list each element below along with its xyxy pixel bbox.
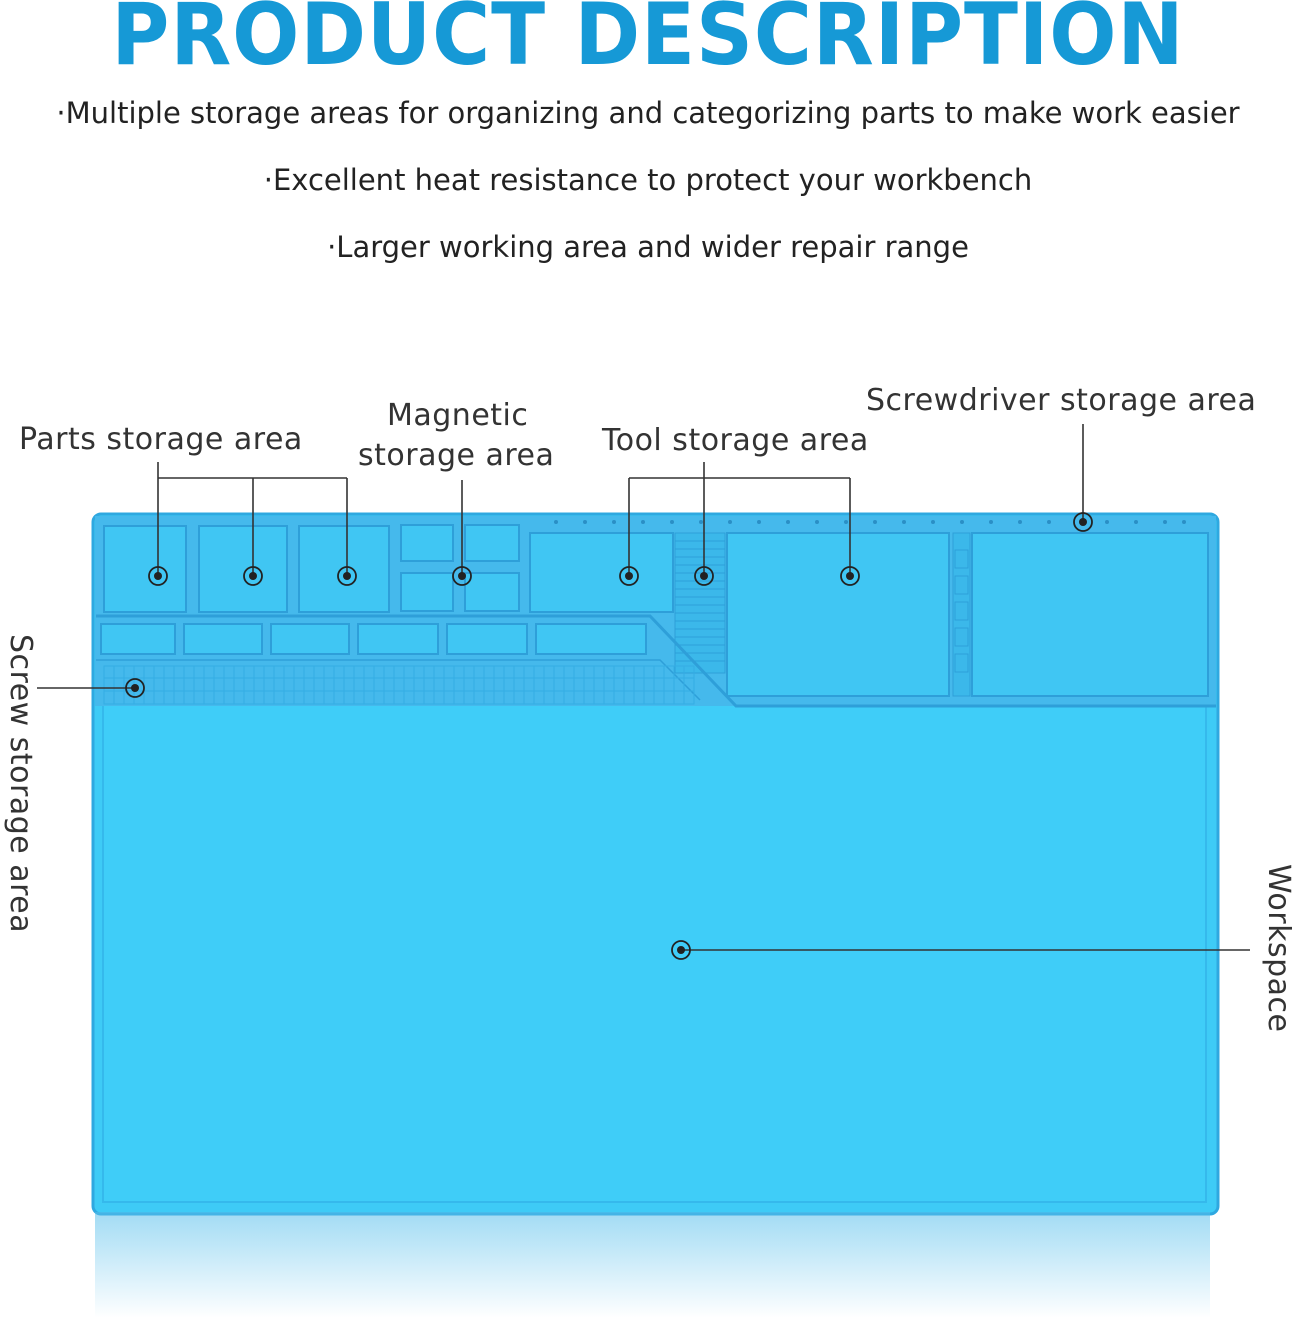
magnetic-pocket-4 xyxy=(464,572,520,612)
magnetic-storage-label-line1: Magnetic xyxy=(387,398,529,433)
tool-pocket-left xyxy=(529,532,674,613)
screwdriver-slot-column xyxy=(952,532,971,697)
magnetic-storage-label-line2: storage area xyxy=(358,438,555,473)
workspace-surface xyxy=(102,703,1207,1203)
tool-storage-label: Tool storage area xyxy=(602,423,869,458)
page-title: PRODUCT DESCRIPTION xyxy=(111,0,1185,85)
slope-divider-inner xyxy=(96,659,701,701)
feature-working-area: ·Larger working area and wider repair ra… xyxy=(327,230,969,264)
screw-pocket-row xyxy=(100,623,647,655)
parts-storage-label: Parts storage area xyxy=(19,422,303,457)
magnetic-pocket-1 xyxy=(400,524,454,562)
workspace-label: Workspace xyxy=(1261,864,1296,1033)
mat-reflection xyxy=(95,1212,1210,1318)
feature-storage-areas: ·Multiple storage areas for organizing a… xyxy=(56,96,1240,130)
screwdriver-pocket xyxy=(971,532,1209,697)
feature-heat-resistance: ·Excellent heat resistance to protect yo… xyxy=(263,163,1033,197)
magnetic-pocket-2 xyxy=(464,524,520,562)
screwdriver-holes xyxy=(554,520,1186,524)
screw-storage-label: Screw storage area xyxy=(3,634,38,934)
markers xyxy=(125,512,1093,960)
ribs xyxy=(675,540,725,662)
slot-ticks xyxy=(954,549,969,673)
parts-pocket-2 xyxy=(198,525,288,613)
marker-dots xyxy=(131,518,1087,954)
parts-pocket-1 xyxy=(103,525,187,613)
screwdriver-storage-label: Screwdriver storage area xyxy=(866,383,1257,418)
screw-grid xyxy=(103,665,695,705)
slope-divider xyxy=(96,614,1216,708)
magnetic-pocket-3 xyxy=(400,572,454,612)
tool-pocket-right xyxy=(726,532,950,697)
leader-lines xyxy=(37,424,1250,951)
parts-pocket-3 xyxy=(298,525,390,613)
